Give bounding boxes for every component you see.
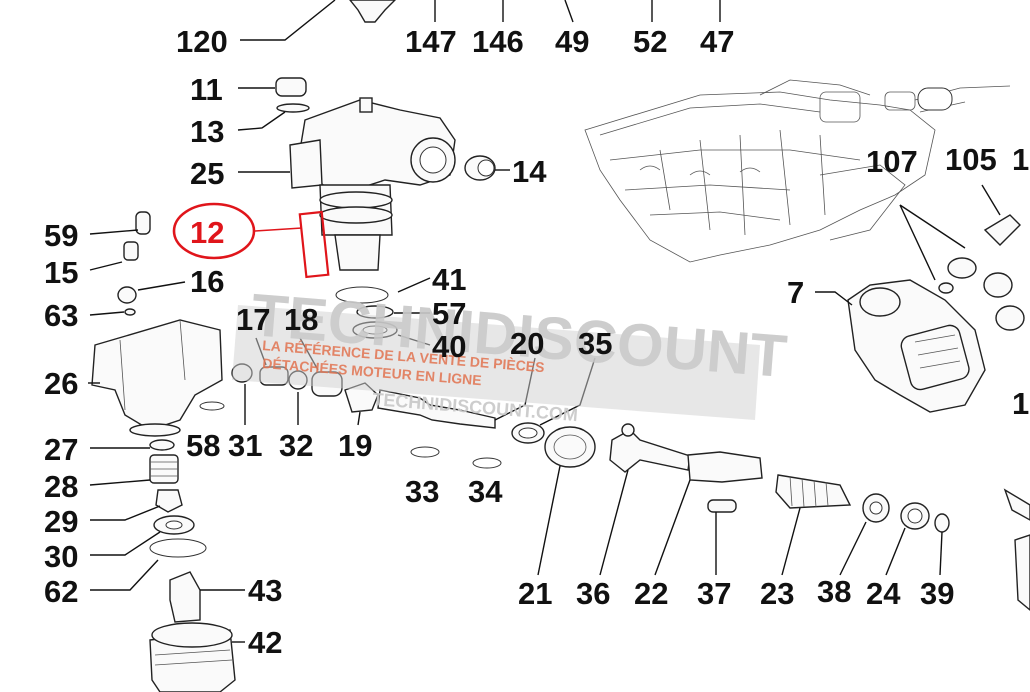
callout-63: 63 bbox=[44, 298, 78, 333]
callout-22: 22 bbox=[634, 576, 668, 611]
callout-24: 24 bbox=[866, 576, 901, 611]
callout-29: 29 bbox=[44, 504, 78, 539]
callout-19: 19 bbox=[338, 428, 372, 463]
callout-16: 16 bbox=[190, 264, 224, 299]
callout-42: 42 bbox=[248, 625, 282, 660]
callout-49: 49 bbox=[555, 24, 589, 59]
callout-31: 31 bbox=[228, 428, 262, 463]
callout-12: 12 bbox=[190, 215, 224, 250]
engine-block-outline bbox=[584, 79, 1011, 263]
callout-27: 27 bbox=[44, 432, 78, 467]
callout-7: 7 bbox=[787, 275, 804, 310]
part-12-highlight bbox=[172, 202, 330, 279]
callout-25: 25 bbox=[190, 156, 224, 191]
callout-59: 59 bbox=[44, 218, 78, 253]
callout-20: 20 bbox=[510, 326, 544, 361]
callout-34: 34 bbox=[468, 474, 503, 509]
callout-40: 40 bbox=[432, 329, 466, 364]
callout-52: 52 bbox=[633, 24, 667, 59]
housing-26 bbox=[88, 319, 223, 591]
callout-21: 21 bbox=[518, 576, 552, 611]
callout-33: 33 bbox=[405, 474, 439, 509]
callout-107: 107 bbox=[866, 144, 918, 179]
callout-13: 13 bbox=[190, 114, 224, 149]
callout-28: 28 bbox=[44, 469, 78, 504]
pump-assembly-7 bbox=[815, 184, 1030, 611]
callout-1-right: 1 bbox=[1012, 386, 1029, 421]
callout-105: 105 bbox=[945, 142, 997, 177]
callout-32: 32 bbox=[279, 428, 313, 463]
callout-41: 41 bbox=[432, 262, 466, 297]
callout-23: 23 bbox=[760, 576, 794, 611]
callout-37: 37 bbox=[697, 576, 731, 611]
callout-35: 35 bbox=[578, 326, 612, 361]
callout-11: 11 bbox=[190, 72, 223, 107]
callout-147: 147 bbox=[405, 24, 457, 59]
callout-58: 58 bbox=[186, 428, 220, 463]
callout-labels: 120 147 146 49 52 47 11 13 25 14 12 59 1… bbox=[44, 24, 1029, 660]
callout-39: 39 bbox=[920, 576, 954, 611]
callout-1-top: 1 bbox=[1012, 142, 1029, 177]
shaft-20 bbox=[377, 357, 596, 444]
callout-57: 57 bbox=[432, 296, 466, 331]
callout-62: 62 bbox=[44, 574, 78, 609]
top-leaders bbox=[240, 0, 721, 41]
callout-47: 47 bbox=[700, 24, 734, 59]
row-parts-bottom bbox=[537, 423, 950, 576]
callout-17: 17 bbox=[236, 302, 270, 337]
callout-120: 120 bbox=[176, 24, 228, 59]
callout-15: 15 bbox=[44, 255, 78, 290]
callout-30: 30 bbox=[44, 539, 78, 574]
piston-43-cup-42 bbox=[149, 571, 245, 692]
callout-26: 26 bbox=[44, 366, 78, 401]
callout-14: 14 bbox=[512, 154, 547, 189]
callout-146: 146 bbox=[472, 24, 524, 59]
callout-18: 18 bbox=[284, 302, 318, 337]
callout-38: 38 bbox=[817, 574, 851, 609]
pump-head-25 bbox=[275, 77, 496, 271]
callout-36: 36 bbox=[576, 576, 610, 611]
small-parts-left bbox=[89, 87, 510, 316]
callout-43: 43 bbox=[248, 573, 282, 608]
